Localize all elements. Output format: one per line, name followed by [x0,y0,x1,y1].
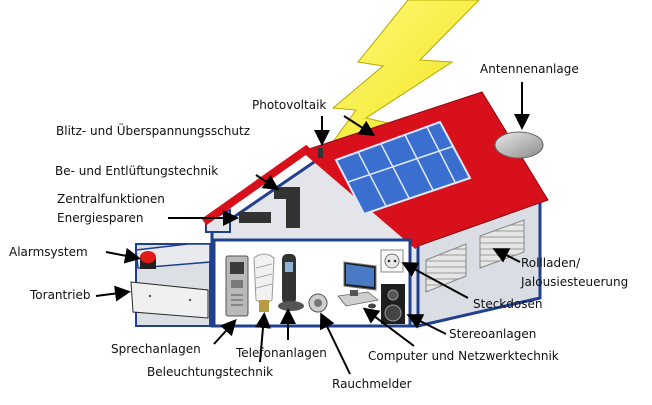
arrow-photovoltaik [343,115,376,137]
arrow-sprech [213,319,237,345]
alarm-siren-icon [140,258,156,269]
socket-icon [380,249,404,273]
arrow-alarm [105,247,141,264]
central-unit-icon [239,212,271,223]
ventilation-pipe-icon [274,187,300,228]
solar-panel-icon [334,120,472,216]
arrow-rauchmelder [320,312,351,375]
label-sprechanlagen: Sprechanlagen [111,342,201,356]
label-rauchmelder: Rauchmelder [332,377,412,391]
computer-icon [337,261,379,309]
label-telefonanlagen: Telefonanlagen [236,346,327,360]
antenna-dish-icon [494,131,544,159]
label-computer: Computer und Netzwerktechnik [368,349,559,363]
shutter-right [479,219,525,269]
label-blitzschutz: Blitz- und Überspannungsschutz [56,124,250,138]
arrow-rollladen [492,248,521,263]
lightning-rod-icon [318,148,323,158]
arrow-lueftung [255,174,280,191]
label-torantrieb: Torantrieb [30,288,91,302]
label-stereoanlagen: Stereoanlagen [449,327,537,341]
label-zentral-1: Zentralfunktionen [57,192,165,206]
arrow-steckdosen [401,262,469,299]
smoke-detector-icon [308,293,328,313]
label-beleuchtung: Beleuchtungstechnik [147,365,274,379]
garage-door [130,281,209,319]
arrow-beleuchtung [254,312,271,363]
arrow-torantrieb [95,285,131,302]
arrow-computer [362,307,415,347]
label-lueftung: Be- und Entlüftungstechnik [55,164,219,178]
light-bulb-icon [253,253,275,312]
garage [130,243,211,327]
arrow-stereo [406,314,447,335]
label-zentral-2: Energiesparen [57,211,144,225]
label-alarmsystem: Alarmsystem [9,245,88,259]
label-antennenanlage: Antennenanlage [480,62,579,76]
intercom-icon [225,255,249,317]
label-rollladen-1: Rollladen/ [521,256,581,270]
label-photovoltaik: Photovoltaik [252,98,327,112]
speaker-icon [381,284,405,324]
pointer-arrows [95,82,530,375]
label-rollladen-2: Jalousiesteuerung [521,275,629,289]
label-steckdosen: Steckdosen [473,297,543,311]
